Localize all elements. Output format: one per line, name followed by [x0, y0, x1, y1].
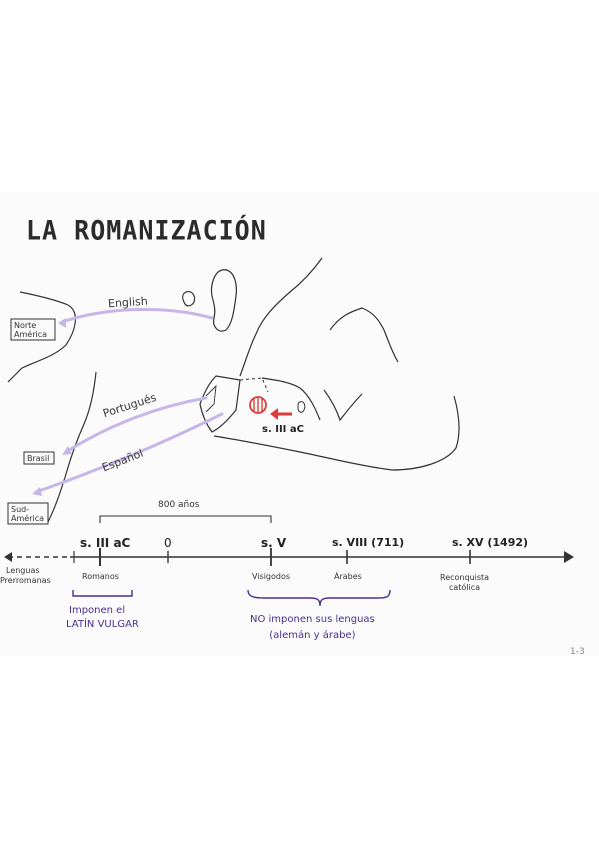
italy-coast [261, 377, 321, 421]
note-romans-line2: LATÍN VULGAR [66, 619, 139, 630]
box-label-america-south: América [11, 514, 44, 523]
below-romanos: Romanos [82, 572, 119, 581]
europe-coast [239, 257, 323, 377]
span-800-anos: 800 años [158, 500, 200, 510]
page-number: 1-3 [570, 647, 585, 657]
note-romans: Imponen el LATÍN VULGAR [66, 604, 139, 632]
iberia-outline [199, 375, 241, 433]
box-norte-america [10, 318, 56, 341]
note-invaders-line2: (alemán y árabe) [269, 630, 356, 641]
page-title: LA ROMANIZACIÓN [26, 214, 267, 247]
iberia-inner-line [205, 384, 217, 413]
ireland-island [182, 291, 196, 307]
scandinavia-coast [329, 307, 399, 363]
france-dashed-border [239, 377, 269, 393]
america-south-coast [47, 371, 97, 523]
arrow-portugues [64, 396, 208, 454]
before-label-line2: Prerromanas [0, 576, 51, 585]
below-arabes: Árabes [334, 572, 362, 581]
label-english: English [107, 294, 149, 311]
below-reconquista-line1: Reconquista [440, 573, 490, 582]
box-label-norte-america: Norte América [14, 321, 47, 339]
box-label-norte: Norte [14, 321, 37, 330]
box-label-america: América [14, 330, 47, 339]
note-invaders: NO imponen sus lenguas (alemán y árabe) [250, 612, 375, 644]
box-label-sud-america: Sud- América [11, 505, 44, 523]
notebook-sheet [0, 192, 599, 656]
mark-label-s5: s. V [261, 536, 287, 550]
before-label-line1: Lenguas [6, 566, 40, 575]
before-label: Lenguas Prerromanas [0, 566, 51, 586]
britain-island [210, 269, 237, 332]
bracket-800-anos [99, 515, 272, 523]
mark-label-0: 0 [164, 536, 172, 550]
below-reconquista-line2: católica [448, 583, 481, 592]
box-label-sud: Sud- [11, 505, 30, 514]
arrow-english [60, 307, 214, 324]
mark-label-s15: s. XV (1492) [452, 536, 529, 549]
below-reconquista: Reconquista católica [440, 573, 489, 593]
brace-invaders [247, 589, 391, 607]
america-north-coast [7, 291, 76, 383]
box-label-brasil: Brasil [27, 454, 50, 463]
below-visigodos: Visigodos [252, 572, 291, 581]
balkan-coast [323, 389, 363, 422]
mark-label-s3ac: s. III aC [80, 536, 131, 550]
note-romans-line1: Imponen el [69, 605, 126, 616]
mark-label-s8: s. VIII (711) [332, 536, 405, 549]
label-rome-date: s. III aC [262, 424, 304, 435]
box-brasil [23, 451, 55, 465]
island-sardinia [297, 401, 306, 413]
note-invaders-line1: NO imponen sus lenguas [250, 614, 375, 625]
rome-marker [249, 396, 267, 414]
brace-romanos [72, 590, 133, 597]
box-sud-america [7, 502, 49, 525]
mediterranean-south-coast [213, 395, 460, 471]
arrow-espanol [34, 412, 224, 494]
